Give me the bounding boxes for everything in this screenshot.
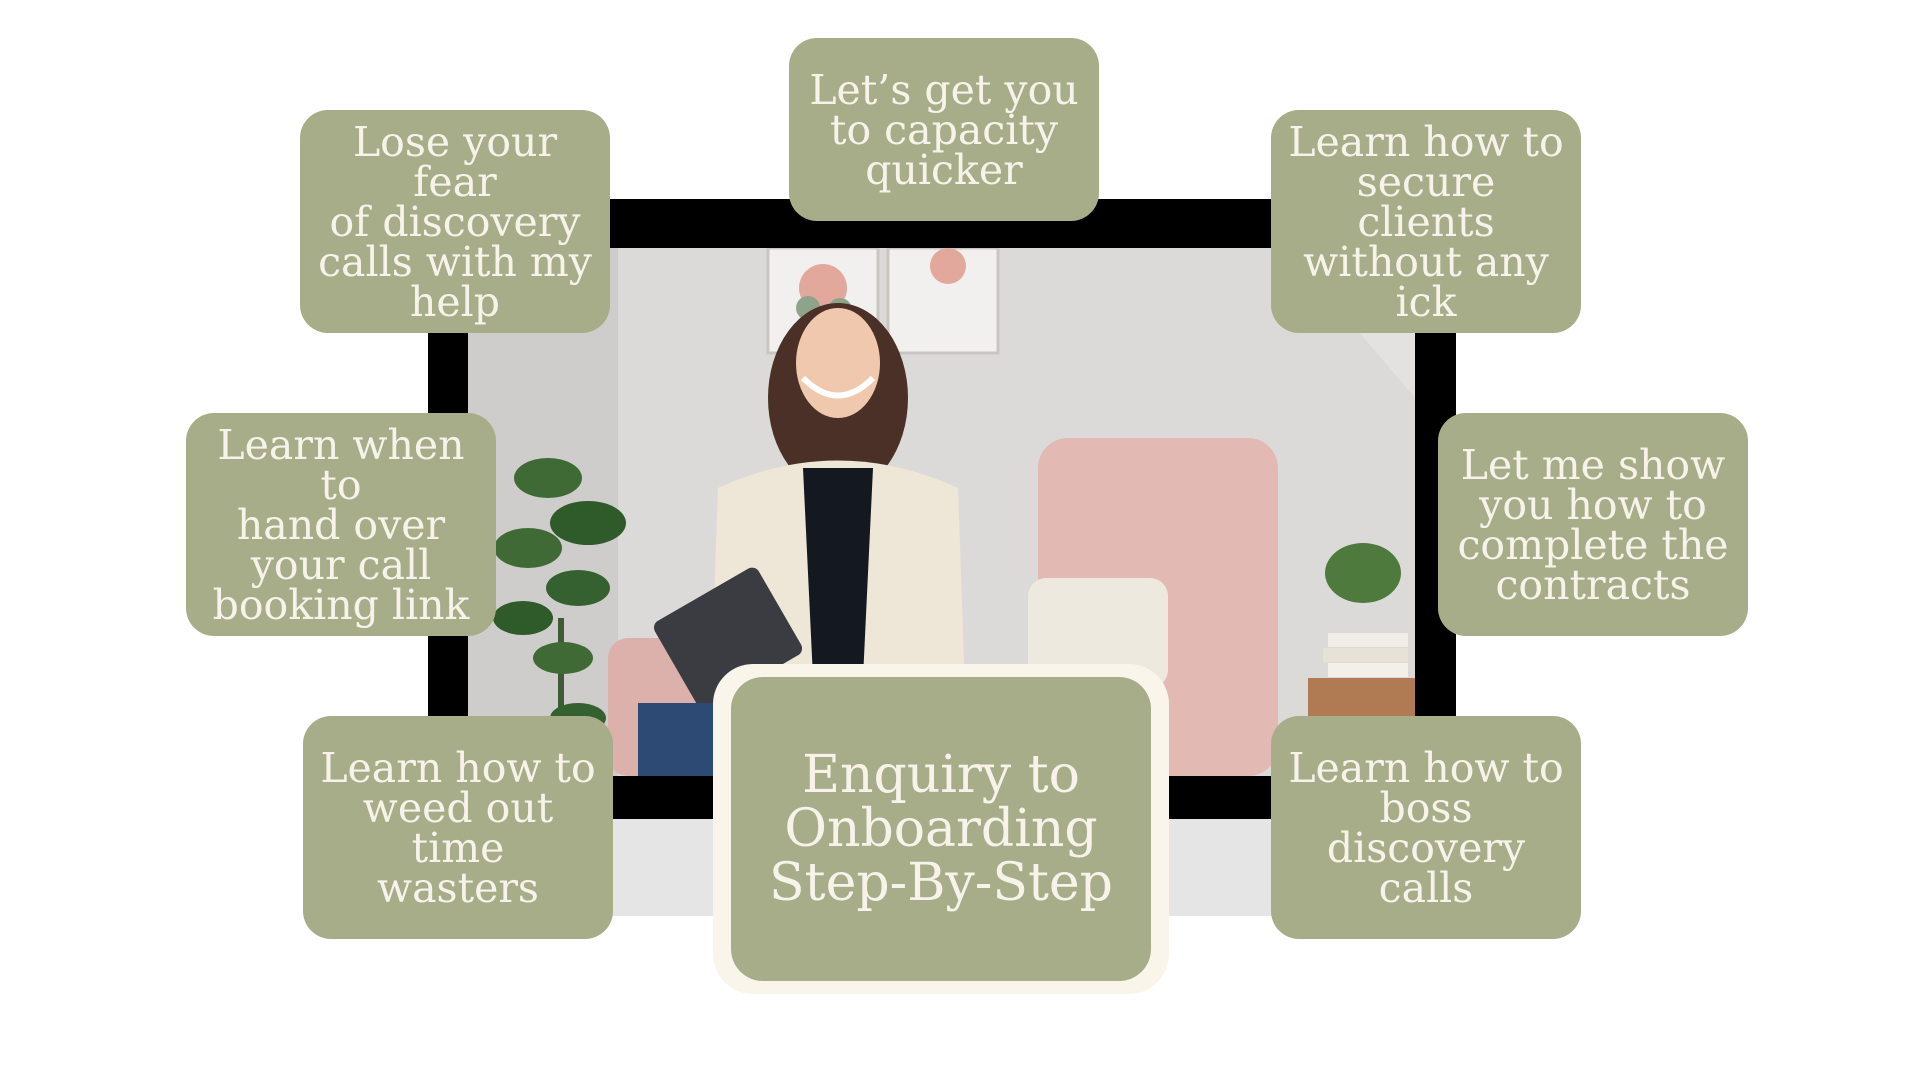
center-title: Enquiry to Onboarding Step-By-Step <box>731 677 1151 981</box>
center-title-frame: Enquiry to Onboarding Step-By-Step <box>713 664 1169 994</box>
benefit-contracts-bubble: Let me show you how to complete the cont… <box>1438 413 1748 636</box>
benefit-booking-link-bubble: Learn when to hand over your call bookin… <box>186 413 496 636</box>
benefit-time-wasters-bubble: Learn how to weed out time wasters <box>303 716 613 939</box>
benefit-secure-clients-bubble: Learn how to secure clients without any … <box>1271 110 1581 333</box>
benefit-discovery-fear-bubble: Lose your fear of discovery calls with m… <box>300 110 610 333</box>
benefit-capacity-bubble: Let’s get you to capacity quicker <box>789 38 1099 221</box>
benefit-boss-calls-bubble: Learn how to boss discovery calls <box>1271 716 1581 939</box>
